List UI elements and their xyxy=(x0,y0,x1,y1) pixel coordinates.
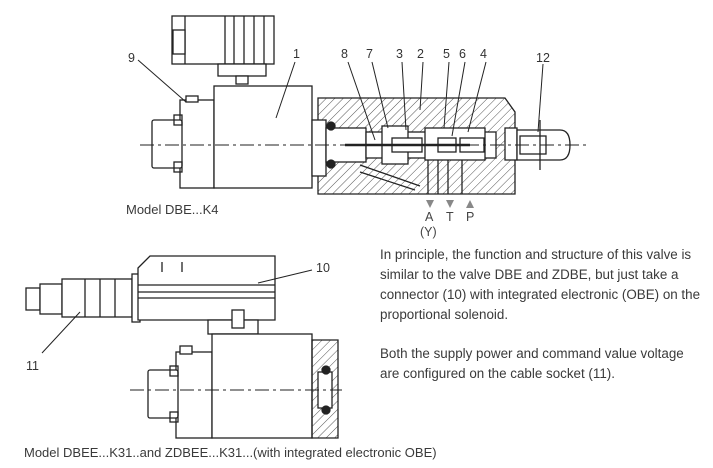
port-y-note: (Y) xyxy=(420,225,437,239)
port-p-label: P xyxy=(466,210,474,224)
top-plug-connector xyxy=(171,15,275,85)
top-leader-lines xyxy=(137,59,544,141)
bottom-solenoid-housing xyxy=(147,333,313,439)
port-a-arrow xyxy=(426,200,434,208)
callout-1: 1 xyxy=(293,47,300,61)
cable-socket xyxy=(25,273,141,323)
callout-12: 12 xyxy=(536,51,550,65)
top-solenoid-housing xyxy=(151,85,313,189)
description-text-2: Both the supply power and command value … xyxy=(380,346,684,381)
bottom-figure-caption: Model DBEE...K31..and ZDBEE...K31...(wit… xyxy=(24,445,437,460)
bottom-callout-numbers: 10 11 xyxy=(26,261,330,373)
top-callout-numbers: 9 1 8 7 3 2 5 6 4 12 xyxy=(128,47,550,65)
callout-3: 3 xyxy=(396,47,403,61)
port-a-label: A xyxy=(425,210,434,224)
bottom-leader-lines xyxy=(41,269,313,354)
top-figure-caption: Model DBE...K4 xyxy=(126,202,219,217)
callout-11: 11 xyxy=(26,359,39,373)
callout-6: 6 xyxy=(459,47,466,61)
bottom-valve-drawing xyxy=(25,255,342,439)
port-arrows xyxy=(426,200,474,208)
callout-8: 8 xyxy=(341,47,348,61)
port-t-label: T xyxy=(446,210,454,224)
callout-5: 5 xyxy=(443,47,450,61)
top-valve-body xyxy=(311,97,571,195)
port-p-arrow xyxy=(466,200,474,208)
callout-7: 7 xyxy=(366,47,373,61)
callout-4: 4 xyxy=(480,47,487,61)
description-text-1: In principle, the function and structure… xyxy=(380,247,701,322)
top-valve-drawing xyxy=(137,15,590,208)
callout-9: 9 xyxy=(128,51,135,65)
description-paragraph-2: Both the supply power and command value … xyxy=(380,344,705,384)
port-t-arrow xyxy=(446,200,454,208)
bottom-valve-body xyxy=(311,339,339,439)
callout-2: 2 xyxy=(417,47,424,61)
description-paragraph-1: In principle, the function and structure… xyxy=(380,245,705,325)
obe-connector xyxy=(137,255,276,335)
port-labels: A T P (Y) xyxy=(420,210,474,239)
callout-10: 10 xyxy=(316,261,330,275)
